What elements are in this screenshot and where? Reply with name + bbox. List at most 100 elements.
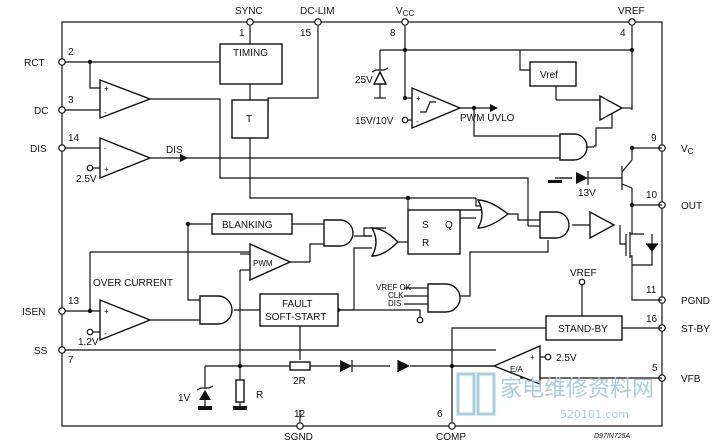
junction-dots: [87, 47, 635, 369]
pin-vref-label: VREF: [618, 6, 645, 17]
standby-label: STAND-BY: [558, 324, 608, 335]
and-gate-oc: [199, 295, 233, 325]
pin-out-label: OUT: [681, 201, 702, 212]
resistor-2r-label: 2R: [293, 376, 306, 387]
pin-out-num: 10: [646, 190, 658, 201]
pin-dc-num: 3: [68, 95, 74, 106]
dis-out-label: DIS: [166, 145, 183, 156]
ea-label: E/A: [510, 365, 524, 374]
ref-ea: 2.5V: [544, 353, 577, 364]
zener-13v: 13V: [548, 171, 600, 199]
pin-vfb-num: 5: [652, 363, 658, 374]
pin-comp-num: 6: [437, 409, 443, 420]
and-gate-dis: [559, 133, 594, 161]
pin-terminals: [58, 18, 666, 430]
svg-text:1.2V: 1.2V: [78, 337, 99, 348]
svg-text:DIS: DIS: [388, 299, 401, 308]
timing-block: TIMING: [219, 43, 283, 85]
wires: [65, 26, 662, 422]
resistor-2r: 2R: [289, 361, 311, 387]
diode-1: [340, 360, 370, 372]
ref-dis: 2.5V: [76, 164, 97, 185]
svg-text:-: -: [416, 117, 419, 126]
pin-vc-num: 9: [651, 133, 657, 144]
vref-internal-label: Vref: [540, 70, 558, 81]
svg-text:+: +: [104, 165, 109, 174]
sr-flipflop: S Q R: [407, 209, 461, 255]
overcurrent-label: OVER CURRENT: [93, 278, 173, 289]
pwm-comparator: PWM: [249, 242, 292, 282]
vref-internal-block: Vref: [529, 61, 577, 87]
or-gate-top: [476, 199, 510, 229]
and-gate-out: [539, 211, 570, 239]
oc-comparator: + -: [99, 298, 152, 342]
pin-dclim-num: 15: [300, 28, 312, 39]
pin-sync-num: 1: [239, 28, 245, 39]
pin-vfb-label: VFB: [681, 374, 701, 385]
fault-label: FAULT: [282, 299, 312, 310]
watermark-cn: 家电维修资料网: [500, 377, 654, 402]
sr-r: R: [422, 238, 429, 249]
standby-block: STAND-BY: [545, 315, 623, 341]
softstart-label: SOFT-START: [265, 312, 326, 323]
pin-stby-label: ST-BY: [681, 324, 710, 335]
pin-vref-num: 4: [620, 28, 626, 39]
svg-text:+: +: [104, 84, 109, 93]
blanking-block: BLANKING: [211, 213, 293, 235]
svg-text:-: -: [104, 144, 107, 153]
pin-stby-num: 16: [646, 314, 658, 325]
vref-buffer: [599, 94, 624, 122]
diode-2: [397, 360, 410, 372]
pin-dc-label: DC: [34, 106, 48, 117]
and-gate-vrefok: [427, 283, 461, 313]
error-amplifier: E/A + -: [492, 344, 541, 386]
pwm-label: PWM: [253, 259, 273, 268]
uvlo-comparator: + -: [411, 86, 462, 130]
pin-vcc-num: 8: [390, 28, 396, 39]
watermark-num: 520101.com: [560, 408, 629, 421]
pin-vc-label: VC: [681, 144, 694, 156]
drawing-code: D97IN725A: [594, 433, 631, 440]
svg-text:2.5V: 2.5V: [76, 174, 97, 185]
driver-buffer: [589, 210, 616, 240]
sr-s: S: [422, 220, 429, 231]
t-block: T: [231, 99, 269, 139]
pin-ss-label: SS: [34, 346, 48, 357]
pin-comp-label: COMP: [436, 432, 466, 443]
and-gate-blank: [323, 219, 354, 247]
svg-text:-: -: [530, 375, 533, 384]
ref-vrefok-inputs: VREF OK CLK DIS: [376, 283, 412, 308]
svg-text:+: +: [530, 353, 535, 362]
ref-oc: 1.2V: [78, 328, 99, 348]
pin-dis-num: 14: [68, 133, 80, 144]
timing-label: TIMING: [233, 48, 268, 59]
zener-13v-label: 13V: [578, 188, 596, 199]
zener-1v-label: 1V: [178, 393, 191, 404]
or-gate-mid: [370, 227, 399, 257]
svg-text:-: -: [104, 329, 107, 338]
svg-text:CLK: CLK: [388, 291, 404, 300]
pin-vc-v: V: [681, 144, 688, 155]
pin-vcc-v: V: [396, 6, 403, 17]
osc-comparator: + -: [99, 78, 152, 120]
svg-text:+: +: [104, 307, 109, 316]
sr-q: Q: [445, 220, 453, 231]
pin-pgnd-label: PGND: [681, 296, 710, 307]
pin-ss-num: 7: [68, 355, 74, 366]
t-label: T: [246, 114, 252, 125]
svg-text:VREF: VREF: [570, 268, 597, 279]
arrows: [180, 104, 498, 162]
pwm-uvlo-label: PWM UVLO: [460, 113, 515, 124]
watermark: 家电维修资料网 520101.com: [456, 372, 654, 421]
fault-softstart-block: FAULT SOFT-START: [259, 293, 339, 327]
pin-rct-num: 2: [68, 47, 74, 58]
ic-outline: [61, 21, 663, 427]
svg-text:2.5V: 2.5V: [556, 353, 577, 364]
pin-rct-label: RCT: [24, 58, 45, 69]
svg-text:VREF OK: VREF OK: [376, 283, 412, 292]
pin-sync-label: SYNC: [235, 6, 263, 17]
pin-dclim-label: DC-LIM: [300, 6, 334, 17]
zener-25v: 25V: [355, 67, 389, 99]
resistor-r: R: [233, 379, 263, 410]
